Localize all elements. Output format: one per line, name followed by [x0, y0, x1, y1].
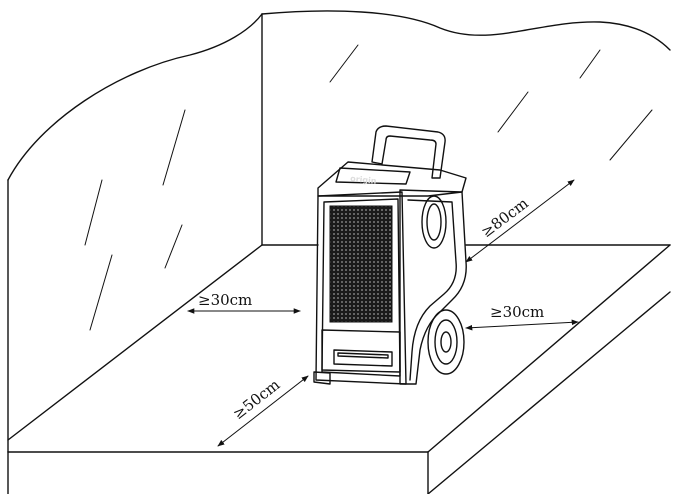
side-vent: [421, 195, 447, 249]
slab-right-edge: [427, 291, 671, 494]
back-wall-top-edge: [261, 10, 671, 51]
front-grille: [329, 205, 393, 323]
floor-right-edge: [427, 244, 671, 453]
back-clearance-arrow: [465, 179, 575, 263]
wall-shading-strokes: [84, 44, 653, 331]
handle: [371, 125, 446, 179]
left-floor-corner-line: [7, 244, 263, 441]
left-clearance-label: ≥30cm: [198, 291, 252, 309]
left-wall-outline: [7, 13, 263, 181]
right-clearance-arrow: [465, 319, 579, 331]
water-tank: [321, 329, 401, 373]
front-body: [315, 191, 407, 385]
side-body: [399, 189, 467, 385]
wheel: [427, 309, 465, 375]
front-clearance-arrow: [217, 375, 309, 447]
room: [7, 10, 671, 494]
brand-label: origin: [350, 174, 377, 186]
top-panel: [317, 161, 467, 197]
right-clearance-label: ≥30cm: [490, 303, 544, 321]
dehumidifier: origin: [313, 125, 467, 385]
